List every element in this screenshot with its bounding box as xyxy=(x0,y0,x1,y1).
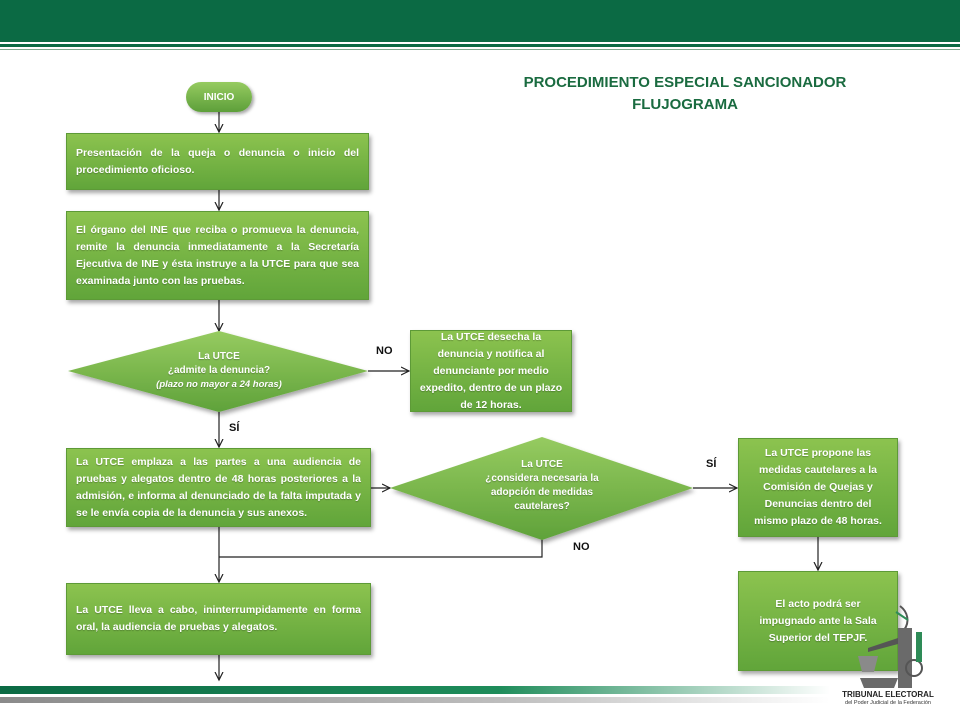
node-emplaza-text: La UTCE emplaza a las partes a una audie… xyxy=(76,455,361,519)
decision-2-text: La UTCE ¿considera necesaria la adopción… xyxy=(462,458,622,514)
node-impugnado-text: El acto podrá ser impugnado ante la Sala… xyxy=(759,597,877,644)
node-inicio: INICIO xyxy=(186,82,252,112)
decision-1-line-3: (plazo no mayor a 24 horas) xyxy=(156,379,282,390)
title-line-2: FLUJOGRAMA xyxy=(632,96,738,113)
title-line-1: PROCEDIMIENTO ESPECIAL SANCIONADOR xyxy=(523,74,847,91)
node-audiencia-text: La UTCE lleva a cabo, ininterrumpidament… xyxy=(76,604,361,633)
footer-band-gray xyxy=(0,697,830,703)
node-desecha: La UTCE desecha la denuncia y notifica a… xyxy=(410,330,572,412)
node-impugnado: El acto podrá ser impugnado ante la Sala… xyxy=(738,571,898,671)
decision-2-line-3: adopción de medidas xyxy=(490,487,594,498)
node-propone-text: La UTCE propone las medidas cautelares a… xyxy=(754,447,882,527)
label-no-1: NO xyxy=(376,345,393,357)
header-bar xyxy=(0,0,960,42)
header-rule xyxy=(0,44,960,47)
footer-band-green xyxy=(0,686,830,694)
label-si-2: SÍ xyxy=(706,458,717,470)
logo-text-1: TRIBUNAL ELECTORAL xyxy=(842,690,934,699)
decision-1-shape xyxy=(68,331,368,412)
label-si-1: SÍ xyxy=(229,422,240,434)
decision-2-line-2: ¿considera necesaria la xyxy=(485,473,599,484)
node-organo: El órgano del INE que reciba o promueva … xyxy=(66,211,369,300)
decision-2-line-1: La UTCE xyxy=(521,459,563,470)
label-no-2: NO xyxy=(573,541,590,553)
decision-2-line-4: cautelares? xyxy=(514,501,570,512)
decision-1-text: La UTCE ¿admite la denuncia? (plazo no m… xyxy=(130,350,308,392)
arrow-decision2-no-return xyxy=(219,538,543,558)
node-propone: La UTCE propone las medidas cautelares a… xyxy=(738,438,898,537)
header-rule-thin xyxy=(0,49,960,50)
decision-1-line-2: ¿admite la denuncia? xyxy=(167,365,271,376)
node-presentacion-text: Presentación de la queja o denuncia o in… xyxy=(76,146,359,176)
decision-2-shape xyxy=(390,437,693,540)
logo-text-2: del Poder Judicial de la Federación xyxy=(845,700,931,706)
tribunal-electoral-logo-icon xyxy=(858,605,923,688)
page-title: PROCEDIMIENTO ESPECIAL SANCIONADOR FLUJO… xyxy=(500,72,870,116)
node-desecha-text: La UTCE desecha la denuncia y notifica a… xyxy=(419,330,563,411)
decision-1-line-1: La UTCE xyxy=(198,351,240,362)
node-presentacion: Presentación de la queja o denuncia o in… xyxy=(66,133,369,190)
node-organo-text: El órgano del INE que reciba o promueva … xyxy=(76,223,359,287)
node-audiencia: La UTCE lleva a cabo, ininterrumpidament… xyxy=(66,583,371,655)
node-emplaza: La UTCE emplaza a las partes a una audie… xyxy=(66,448,371,527)
